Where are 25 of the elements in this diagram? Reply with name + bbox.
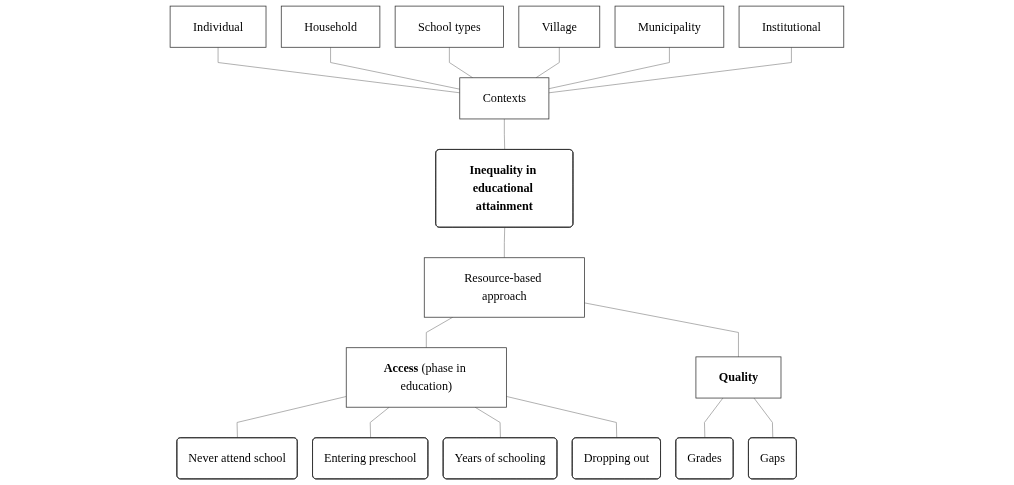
connector bbox=[504, 227, 506, 259]
connector bbox=[548, 46, 670, 90]
connector bbox=[330, 46, 461, 90]
connector bbox=[753, 397, 774, 439]
connector bbox=[504, 118, 506, 151]
node-box: Individual bbox=[169, 5, 267, 48]
connector bbox=[369, 406, 390, 439]
node-box: Access (phase in education) bbox=[345, 347, 507, 408]
node-box: Resource-based approach bbox=[423, 257, 585, 318]
connector bbox=[535, 46, 560, 79]
connector bbox=[506, 396, 618, 439]
node-box: Contexts bbox=[459, 77, 550, 120]
connector bbox=[584, 302, 739, 358]
connector bbox=[474, 406, 501, 439]
node-box: School types bbox=[394, 5, 504, 48]
connector bbox=[217, 46, 461, 94]
node-box: Village bbox=[518, 5, 601, 48]
node-box: Institutional bbox=[738, 5, 845, 48]
connector bbox=[449, 46, 474, 79]
connector bbox=[236, 396, 347, 439]
node-box: Household bbox=[280, 5, 381, 48]
connector bbox=[548, 46, 792, 94]
connector bbox=[704, 397, 724, 439]
node-box: Quality bbox=[695, 356, 782, 399]
node-box: Municipality bbox=[614, 5, 725, 48]
